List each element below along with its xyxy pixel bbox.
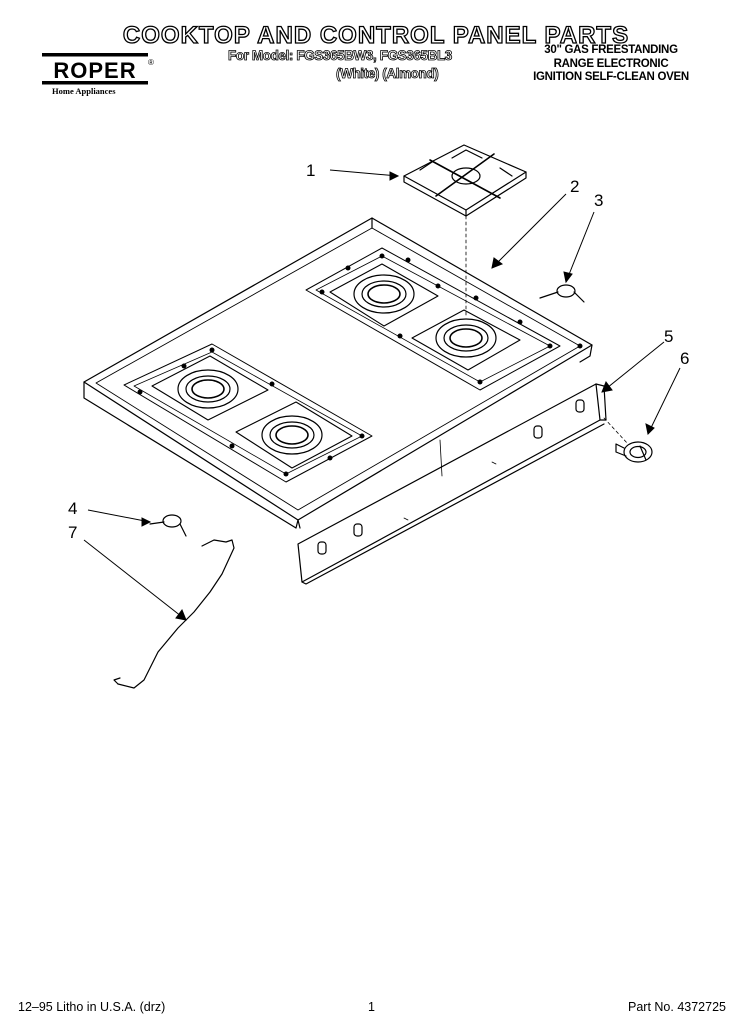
part-number: Part No. 4372725	[628, 1000, 726, 1014]
brand-subtitle: Home Appliances	[52, 86, 116, 96]
page-number: 1	[368, 1000, 375, 1014]
description-line-1: 30" GAS FREESTANDING	[544, 44, 678, 56]
model-colors: (White) (Almond)	[336, 66, 440, 82]
description-line-2: RANGE ELECTRONIC	[553, 57, 669, 70]
roper-logo: ROPER ®	[42, 53, 154, 85]
brand-name: ROPER	[53, 58, 136, 83]
alignment-lines	[465, 215, 629, 445]
control-panel	[297, 383, 607, 585]
mounting-holes	[137, 253, 583, 477]
footer-print-info: 12–95 Litho in U.S.A. (drz)	[18, 1000, 166, 1014]
cooktop-panel	[83, 217, 593, 529]
description-line-3: IGNITION SELF-CLEAN OVEN	[533, 71, 689, 83]
callout-7: 7	[68, 523, 77, 542]
right-burner-area	[305, 247, 561, 391]
callout-1: 1	[306, 161, 315, 180]
igniter-wire	[113, 539, 235, 689]
diagram-title: COOKTOP AND CONTROL PANEL PARTS	[122, 21, 630, 49]
callout-6: 6	[680, 349, 689, 368]
spark-electrode	[539, 284, 585, 303]
callout-3: 3	[594, 191, 603, 210]
spark-electrode-front	[149, 514, 187, 537]
left-burner-area	[123, 343, 373, 483]
callout-2: 2	[570, 177, 579, 196]
callout-5: 5	[664, 327, 673, 346]
leader-lines	[83, 169, 681, 621]
callout-4: 4	[68, 499, 77, 518]
product-description: 30" GAS FREESTANDING RANGE ELECTRONIC IG…	[506, 44, 716, 85]
registered-mark: ®	[148, 58, 154, 67]
model-numbers: For Model: FGS365BW3, FGS365BL3	[228, 48, 453, 64]
control-knob	[615, 441, 653, 463]
burner-grate	[403, 144, 527, 217]
